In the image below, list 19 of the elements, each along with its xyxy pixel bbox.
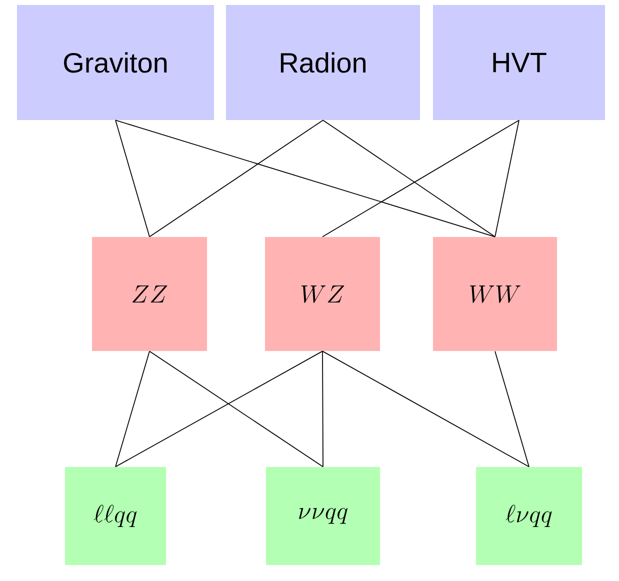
boson-pair-box: $WZ$	[265, 237, 380, 351]
boson-pair-box: $WW$	[433, 237, 557, 351]
model-box: Radion	[226, 5, 420, 120]
connector-line	[494, 350, 530, 468]
final-state-box: $\ell\nu qq$	[476, 467, 582, 565]
final-state-box: $\nu\nu qq$	[266, 467, 380, 565]
connector-line	[115, 120, 496, 238]
connector-line	[149, 120, 324, 238]
connector-line	[322, 350, 324, 468]
connector-line	[322, 350, 530, 468]
boson-pair-box: $ZZ$	[92, 237, 207, 351]
model-box: HVT	[433, 5, 605, 120]
connector-line	[115, 350, 323, 468]
connector-line	[149, 350, 324, 468]
connector-line	[115, 350, 150, 468]
connector-line	[115, 120, 150, 238]
model-box: Graviton	[17, 5, 214, 120]
connector-line	[494, 120, 520, 238]
final-state-box: $\ell\ell qq$	[65, 467, 166, 565]
